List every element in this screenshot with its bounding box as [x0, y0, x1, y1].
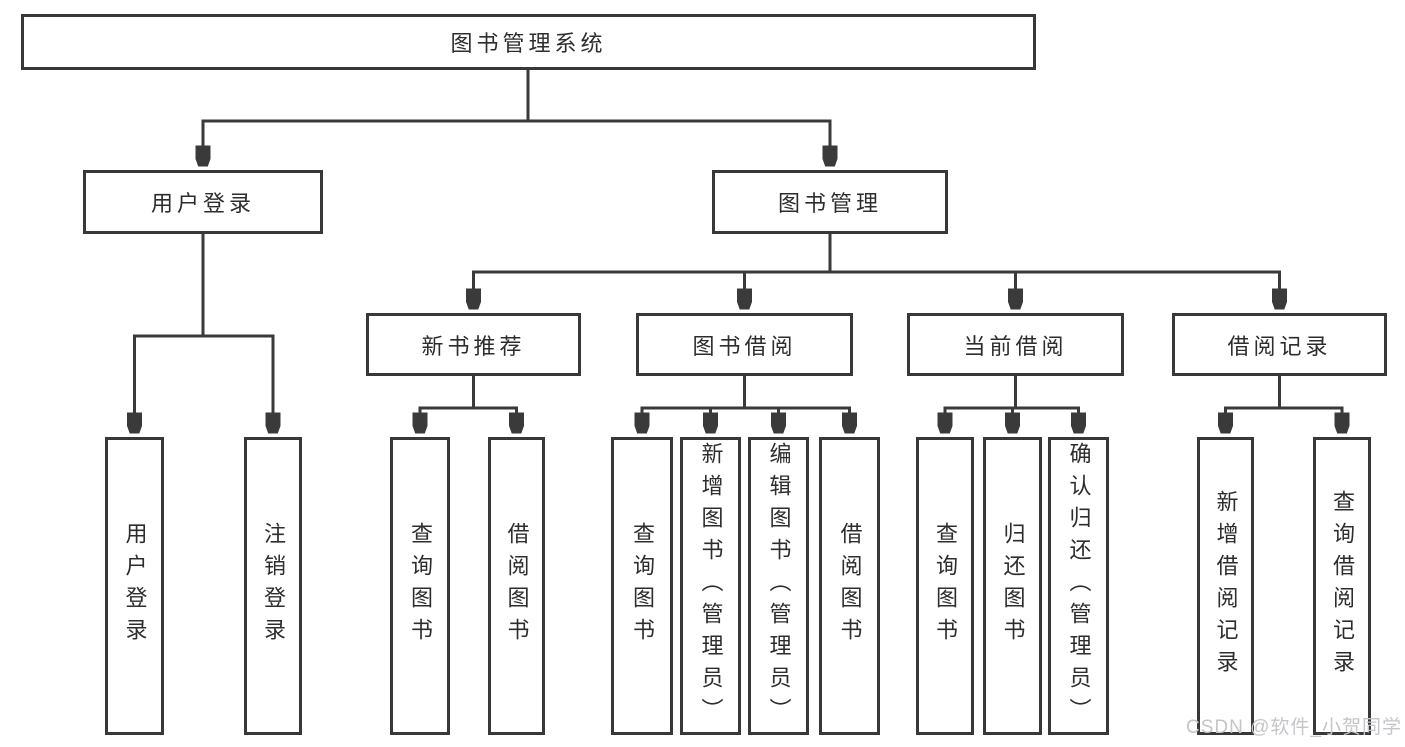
node-label: 借阅图书	[837, 522, 863, 650]
node-new-book-recommend: 新书推荐	[366, 313, 581, 376]
node-borrowing-records: 借阅记录	[1172, 313, 1387, 376]
node-label: 新书推荐	[421, 333, 526, 359]
leaf-borrowing-edit-books-admin: 编辑图书（管理员）	[748, 437, 809, 735]
node-book-borrowing: 图书借阅	[636, 313, 853, 376]
node-current-borrowing: 当前借阅	[907, 313, 1124, 376]
node-label: 当前借阅	[963, 333, 1068, 359]
leaf-logout: 注销登录	[244, 437, 302, 735]
node-label: 查询图书	[933, 522, 958, 650]
node-label: 借阅记录	[1227, 333, 1332, 359]
leaf-borrowing-borrow-books: 借阅图书	[819, 437, 880, 735]
csdn-watermark: CSDN @软件_小贺同学	[1186, 717, 1402, 738]
node-book-management: 图书管理	[712, 170, 948, 234]
node-label: 借阅图书	[504, 522, 530, 650]
node-label: 查询图书	[630, 522, 655, 650]
leaf-records-query-record: 查询借阅记录	[1313, 437, 1371, 735]
leaf-recommend-query-books: 查询图书	[390, 437, 450, 735]
leaf-borrowing-query-books: 查询图书	[611, 437, 673, 735]
leaf-records-add-record: 新增借阅记录	[1197, 437, 1254, 735]
node-label: 图书借阅	[692, 333, 797, 359]
node-label: 确认归还（管理员）	[1066, 442, 1092, 730]
node-label: 用户登录	[122, 522, 148, 650]
node-label: 编辑图书（管理员）	[766, 442, 792, 730]
leaf-borrowing-add-books-admin: 新增图书（管理员）	[680, 437, 741, 735]
node-label: 新增借阅记录	[1213, 490, 1239, 682]
leaf-user-login: 用户登录	[105, 437, 164, 735]
node-label: 用户登录	[150, 191, 255, 216]
leaf-recommend-borrow-books: 借阅图书	[488, 437, 545, 735]
leaf-current-return-books: 归还图书	[983, 437, 1042, 735]
node-label: 图书管理系统	[450, 31, 607, 56]
node-label: 注销登录	[261, 522, 286, 650]
leaf-current-confirm-return-admin: 确认归还（管理员）	[1048, 437, 1109, 735]
node-label: 查询图书	[408, 522, 433, 650]
node-label: 归还图书	[1000, 522, 1026, 650]
node-label: 图书管理	[777, 191, 882, 216]
leaf-current-query-books: 查询图书	[916, 437, 974, 735]
node-library-system: 图书管理系统	[21, 14, 1036, 70]
node-label: 新增图书（管理员）	[698, 442, 724, 730]
node-label: 查询借阅记录	[1330, 490, 1355, 682]
node-user-login: 用户登录	[83, 170, 323, 234]
